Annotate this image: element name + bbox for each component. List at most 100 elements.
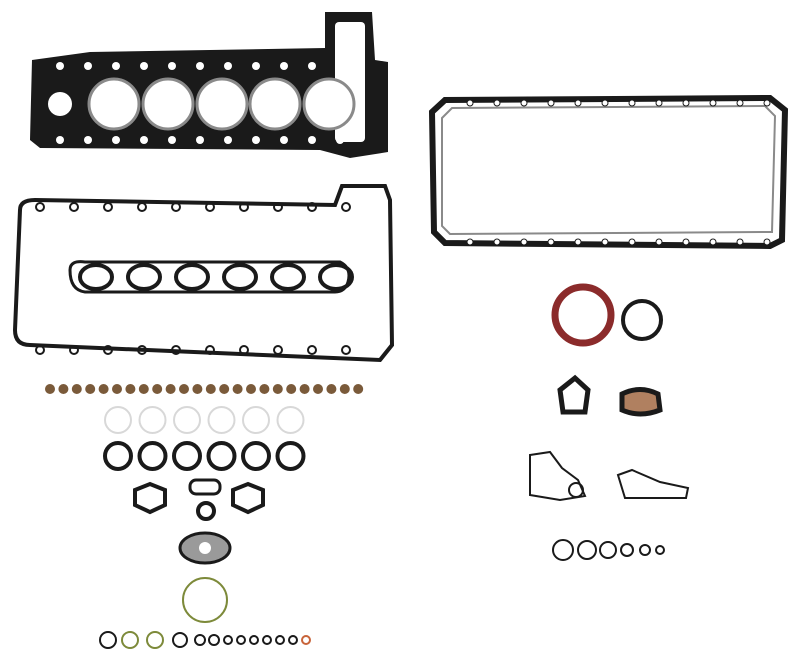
valve-stem-seal [152,384,163,394]
small-o-ring [301,635,311,645]
valve-stem-seal [45,384,55,394]
oil-pan-bolt-hole [574,238,582,246]
large-o-ring [182,577,228,623]
o-ring [621,299,663,341]
small-o-ring [249,635,259,645]
small-o-ring [639,544,651,556]
oval-flange-hole [199,542,211,554]
oil-pan-bolt-hole [763,99,771,107]
valve-cover-tab [307,345,317,355]
bolt-hole [252,62,260,70]
valve-stem-seal [71,384,82,394]
small-o-ring [275,635,285,645]
o-ring [138,406,167,434]
valve-stem-seal [85,384,96,394]
spark-plug-well-seal [174,263,210,291]
small-o-ring [99,631,117,649]
oil-cooler-gasket [616,468,690,499]
oil-pan-bolt-hole [655,238,663,246]
bolt-hole [308,62,316,70]
o-ring [242,406,270,434]
valve-cover-tab [273,202,283,212]
bolt-hole [280,136,288,144]
valve-cover-tab [273,345,283,355]
head-gasket-hole [48,92,72,116]
valve-cover-tab [307,202,317,212]
cylinder-bore [248,77,302,131]
small-o-ring [288,635,298,645]
small-o-ring [262,635,272,645]
valve-stem-seal [232,384,243,394]
oil-pan-gasket [428,94,789,250]
o-ring [173,406,201,434]
o-ring [196,501,216,521]
cylinder-bore [195,77,249,131]
valve-cover-tab [205,345,215,355]
valve-cover-tab [35,345,45,355]
spark-plug-gasket-frame [68,260,351,294]
oil-pan-bolt-hole [493,99,501,107]
valve-stem-seal [353,384,364,394]
oil-pan-bolt-hole [709,238,717,246]
valve-stem-seal [299,384,310,394]
oil-pan-bolt-hole [628,238,636,246]
o-ring [103,441,133,471]
small-o-ring [146,631,164,649]
bolt-hole [56,136,64,144]
oil-pan-bolt-hole [628,99,636,107]
bolt-hole [336,62,344,70]
bolt-hole [168,136,176,144]
valve-cover-tab [35,202,45,212]
flange-gasket [619,387,663,417]
valve-stem-seal [165,384,176,394]
flange-gasket [133,481,167,515]
oil-pan-bolt-hole [682,99,690,107]
o-ring [276,406,305,434]
valve-stem-seal [192,384,203,394]
valve-stem-seal [339,384,350,394]
cylinder-bore [302,77,356,131]
small-o-ring [620,543,634,557]
bolt-hole [112,62,120,70]
small-o-ring [208,634,220,646]
spark-plug-well-seal [222,263,258,291]
oil-pan-bolt-hole [466,238,474,246]
cylinder-head-gasket [30,12,388,158]
spark-plug-well-seal [126,263,162,291]
oil-filter-housing-gasket [529,450,587,502]
oil-pan-gasket-inner [441,104,777,236]
small-o-ring [121,631,139,649]
small-o-ring [599,541,617,559]
valve-stem-seal [219,384,230,394]
oil-pan-bolt-hole [547,238,555,246]
bolt-hole [112,136,120,144]
bolt-hole [140,136,148,144]
oil-pan-bolt-hole [682,238,690,246]
cylinder-bore [87,77,141,131]
cylinder-bore [141,77,195,131]
oil-pan-bolt-hole [601,99,609,107]
bolt-hole [308,136,316,144]
valve-cover-tab [103,202,113,212]
valve-stem-seal [125,384,136,394]
valve-stem-seal [179,384,189,394]
small-o-ring [172,632,188,648]
valve-cover-tab [69,202,79,212]
valve-cover-tab [239,345,249,355]
oil-pan-bolt-hole [655,99,663,107]
oil-pan-bolt-hole [736,99,744,107]
valve-stem-seal [313,384,323,394]
oil-pan-bolt-hole [601,238,609,246]
valve-cover-gasket [12,184,395,363]
small-o-ring [236,635,246,645]
valve-cover-tab [137,345,147,355]
bolt-hole [140,62,148,70]
bolt-hole [224,62,232,70]
spark-plug-well-seal [78,263,114,291]
oil-pan-bolt-hole [466,99,474,107]
valve-stem-seal [272,384,283,394]
valve-stem-seal [326,384,337,394]
valve-cover-tab [171,345,181,355]
oil-pan-bolt-hole [709,99,717,107]
small-o-ring [223,635,233,645]
